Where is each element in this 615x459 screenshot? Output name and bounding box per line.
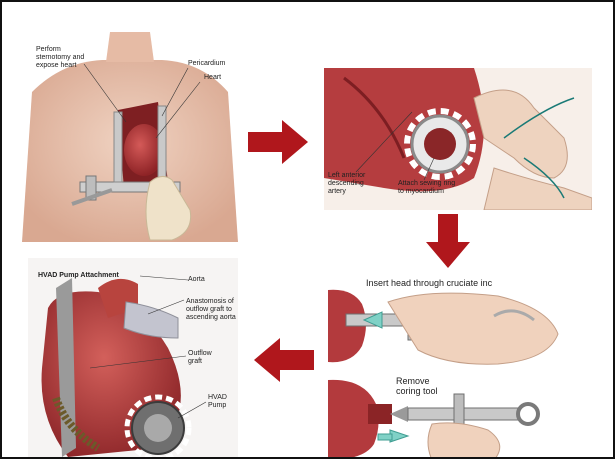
label-lad: Left anterior descending artery [328,172,365,196]
label-insert-head: Insert head through cruciate inc [366,278,492,288]
label-hvad-pump: HVAD Pump [208,394,227,410]
panel-hvad-attachment: HVAD Pump Attachment Aorta Anastomosis o… [28,258,238,457]
arrow-right-icon [248,120,310,164]
label-sternotomy: Perform sternotomy and expose heart [36,46,84,70]
label-hvad-title: HVAD Pump Attachment [38,272,119,280]
label-aorta: Aorta [188,276,205,284]
label-pericardium: Pericardium [188,60,225,68]
label-remove-tool: Remove coring tool [396,376,438,396]
label-anastomosis: Anastomosis of outflow graft to ascendin… [186,298,236,322]
insert-head-illustration [328,274,592,370]
panel-sewing-ring: Left anterior descending artery Attach s… [324,68,592,210]
arrow-down-icon [426,214,470,270]
label-outflow: Outflow graft [188,350,212,366]
arrow-left-icon [254,338,314,382]
panel-remove-tool: Remove coring tool [328,374,592,459]
panel-insert-head: Insert head through cruciate inc [328,274,592,370]
panel-sternotomy: Perform sternotomy and expose heart Peri… [22,32,238,242]
label-heart: Heart [204,74,221,82]
remove-tool-illustration [328,374,592,459]
label-sewing-ring: Attach sewing ring to myocardium [398,180,455,196]
